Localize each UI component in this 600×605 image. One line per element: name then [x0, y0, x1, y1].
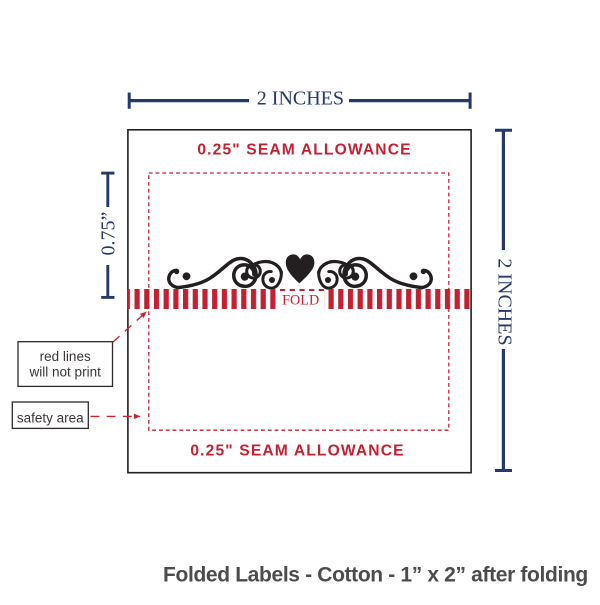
- svg-text:Folded Labels - Cotton - 1” x: Folded Labels - Cotton - 1” x 2” after f…: [163, 564, 588, 587]
- svg-text:red lines: red lines: [40, 349, 91, 364]
- svg-text:safety area: safety area: [17, 410, 84, 425]
- svg-text:2 INCHES: 2 INCHES: [257, 88, 344, 110]
- svg-text:FOLD: FOLD: [282, 293, 319, 309]
- svg-text:will not print: will not print: [29, 364, 102, 379]
- svg-text:0.25" SEAM ALLOWANCE: 0.25" SEAM ALLOWANCE: [190, 443, 404, 460]
- svg-text:0.75”: 0.75”: [97, 212, 119, 256]
- svg-text:0.25" SEAM ALLOWANCE: 0.25" SEAM ALLOWANCE: [197, 141, 411, 158]
- svg-text:2 INCHES: 2 INCHES: [494, 258, 516, 345]
